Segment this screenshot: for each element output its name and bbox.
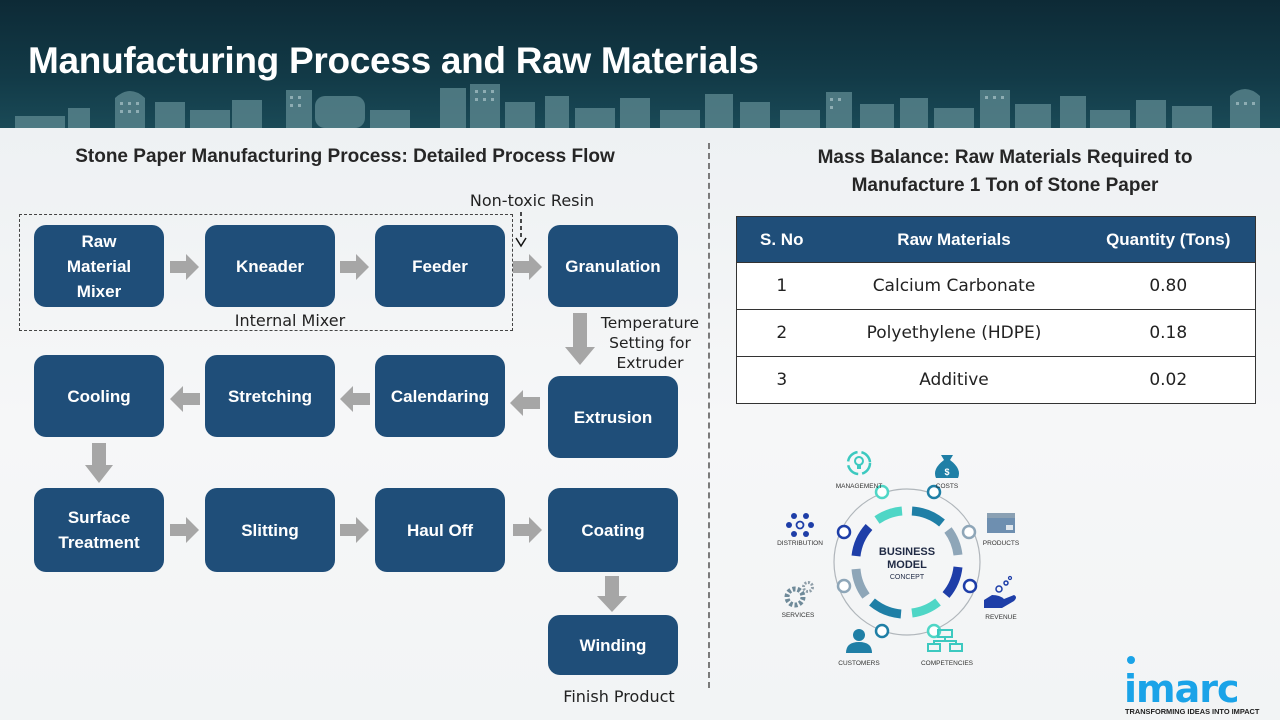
column-header-raw-materials: Raw Materials xyxy=(826,216,1082,263)
cell-sno: 3 xyxy=(736,356,827,404)
finish-product-label: Finish Product xyxy=(563,687,675,706)
bm-label-competencies: COMPETENCIES xyxy=(921,660,974,667)
bm-center-line1: BUSINESS xyxy=(879,546,935,558)
header-banner: Manufacturing Process and Raw Materials xyxy=(0,0,1280,128)
step-label: Surface Treatment xyxy=(58,508,140,552)
bm-center-line3: CONCEPT xyxy=(890,574,925,581)
money-bag-icon: $ xyxy=(935,455,959,478)
temperature-setting-label: Temperature Setting for Extruder xyxy=(600,314,700,372)
mass-balance-title: Mass Balance: Raw Materials Required to … xyxy=(817,147,1193,196)
city-skyline-graphic xyxy=(15,84,1260,128)
cell-quantity: 0.80 xyxy=(1081,262,1256,310)
table-row: 2 Polyethylene (HDPE) 0.18 xyxy=(736,309,1256,357)
bm-label-services: SERVICES xyxy=(782,612,815,619)
arrow-down-icon xyxy=(597,576,627,612)
cell-quantity: 0.02 xyxy=(1081,356,1256,404)
arrow-right-icon xyxy=(170,517,199,543)
arrow-right-icon xyxy=(170,254,199,280)
step-calendaring: Calendaring xyxy=(375,355,505,437)
arrow-left-icon xyxy=(340,386,370,412)
box-icon xyxy=(987,513,1015,533)
logo-dot xyxy=(1127,656,1135,664)
svg-text:$: $ xyxy=(944,467,949,477)
arrow-right-icon xyxy=(340,254,369,280)
step-extrusion: Extrusion xyxy=(548,376,678,458)
ring-segments xyxy=(851,506,963,619)
step-cooling: Cooling xyxy=(34,355,164,437)
cell-material: Polyethylene (HDPE) xyxy=(826,309,1082,357)
person-icon xyxy=(846,629,872,653)
bm-label-costs: COSTS xyxy=(936,483,959,490)
column-header-quantity: Quantity (Tons) xyxy=(1081,216,1256,263)
network-icon xyxy=(786,513,814,537)
step-surface-treatment: Surface Treatment xyxy=(34,488,164,572)
arrow-down-icon xyxy=(85,443,113,483)
cell-quantity: 0.18 xyxy=(1081,309,1256,357)
lightbulb-cycle-icon xyxy=(846,450,872,476)
arrow-down-icon xyxy=(565,313,595,365)
internal-mixer-label: Internal Mixer xyxy=(234,311,346,330)
step-kneader: Kneader xyxy=(205,225,335,307)
arrow-right-icon xyxy=(513,517,542,543)
logo-tagline: TRANSFORMING IDEAS INTO IMPACT xyxy=(1125,707,1260,716)
step-raw-material-mixer: Raw Material Mixer xyxy=(34,225,164,307)
bm-center-line2: MODEL xyxy=(887,559,927,571)
hierarchy-icon xyxy=(927,629,963,652)
step-label: Raw Material Mixer xyxy=(66,231,132,301)
arrow-left-icon xyxy=(170,386,200,412)
business-model-graphic: BUSINESS MODEL CONCEPT MANAGEMENT $ COST… xyxy=(777,450,1020,667)
step-granulation: Granulation xyxy=(548,225,678,307)
step-coating: Coating xyxy=(548,488,678,572)
step-haul-off: Haul Off xyxy=(375,488,505,572)
resin-dashed-arrow xyxy=(515,212,527,248)
section-divider xyxy=(708,143,710,688)
imarc-logo: imarc TRANSFORMING IDEAS INTO IMPACT xyxy=(1122,652,1272,720)
hand-coins-icon xyxy=(984,575,1016,608)
cell-material: Calcium Carbonate xyxy=(826,262,1082,310)
page-title: Manufacturing Process and Raw Materials xyxy=(28,40,759,81)
step-stretching: Stretching xyxy=(205,355,335,437)
column-header-sno: S. No xyxy=(736,216,827,263)
step-feeder: Feeder xyxy=(375,225,505,307)
bm-label-revenue: REVENUE xyxy=(985,614,1017,621)
cell-material: Additive xyxy=(826,356,1082,404)
table-header-row: S. No Raw Materials Quantity (Tons) xyxy=(736,216,1256,263)
bm-label-management: MANAGEMENT xyxy=(836,483,883,490)
cell-sno: 2 xyxy=(736,309,827,357)
table-row: 1 Calcium Carbonate 0.80 xyxy=(736,262,1256,310)
gears-icon xyxy=(784,581,814,608)
resin-input-label: Non-toxic Resin xyxy=(469,191,595,210)
bm-label-distribution: DISTRIBUTION xyxy=(777,540,823,547)
step-winding: Winding xyxy=(548,615,678,675)
step-slitting: Slitting xyxy=(205,488,335,572)
bm-label-products: PRODUCTS xyxy=(983,540,1020,547)
cell-sno: 1 xyxy=(736,262,827,310)
bm-label-customers: CUSTOMERS xyxy=(838,660,880,667)
arrow-left-icon xyxy=(510,390,540,416)
logo-text: imarc xyxy=(1124,667,1239,711)
process-flow-title: Stone Paper Manufacturing Process: Detai… xyxy=(75,146,615,167)
internal-mixer-group xyxy=(19,214,513,331)
arrow-right-icon xyxy=(340,517,369,543)
outer-ring xyxy=(833,488,981,636)
table-row: 3 Additive 0.02 xyxy=(736,356,1256,404)
mass-balance-table: S. No Raw Materials Quantity (Tons) 1 Ca… xyxy=(736,216,1256,404)
ring-nodes xyxy=(836,484,978,639)
arrow-right-icon xyxy=(513,254,542,280)
